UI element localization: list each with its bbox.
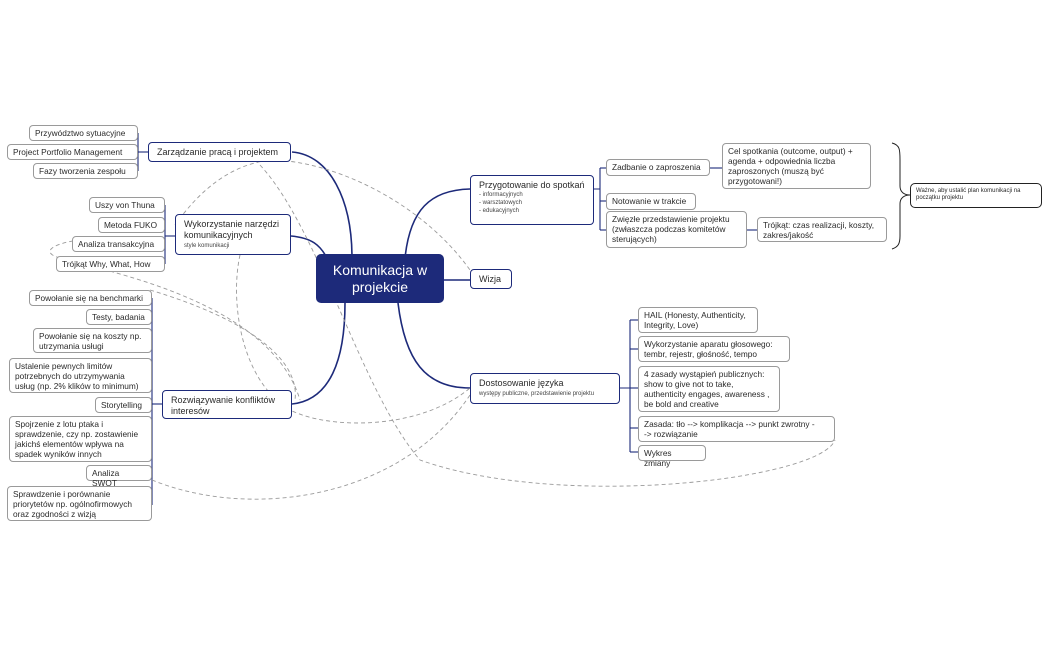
aparat-line2: tembr, rejestr, głośność, tempo <box>644 348 757 359</box>
limity-line3: usług (np. 2% klików to minimum) <box>15 380 139 391</box>
wazne-line1: Ważne, aby ustalić plan komunikacji na <box>916 188 1021 194</box>
zasady4-line2: show to give not to take, <box>644 378 734 389</box>
subtopic-trojkat-czas[interactable]: Trójkąt: czas realizacji, koszty, zakres… <box>757 217 887 242</box>
trojkat-czas-line2: zakres/jakość <box>763 229 814 240</box>
topic-dostosowanie[interactable]: Dostosowanie języka występy publiczne, p… <box>470 373 620 404</box>
topic-przygotowanie[interactable]: Przygotowanie do spotkań - informacyjnyc… <box>470 175 594 225</box>
subtopic-spojrzenie[interactable]: Spojrzenie z lotu ptaka i sprawdzenie, c… <box>9 416 152 462</box>
zasada-line1: Zasada: tło --> komplikacja --> punkt zw… <box>644 419 815 429</box>
cel-line2: agenda + odpowiednia liczba <box>728 155 836 166</box>
subtopic-przywodztwo[interactable]: Przywództwo sytuacyjne <box>29 125 138 141</box>
dostosowanie-sub: występy publiczne, przedstawienie projek… <box>479 390 595 397</box>
przygotowanie-item-2: - warsztatowych <box>479 199 523 206</box>
hail-line1: HAIL (Honesty, Authenticity, <box>644 310 746 320</box>
subtopic-zwiezle[interactable]: Zwięzłe przedstawienie projektu (zwłaszc… <box>606 211 747 248</box>
limity-line2: potrzebnych do utrzymywania <box>15 370 125 381</box>
spojrzenie-line2: sprawdzenie, czy np. zostawienie <box>15 428 139 439</box>
spojrzenie-line4: spadek wyników innych <box>15 448 102 459</box>
subtopic-priorytety[interactable]: Sprawdzenie i porównanie priorytetów np.… <box>7 486 152 521</box>
subtopic-fuko[interactable]: Metoda FUKO <box>98 217 165 233</box>
spojrzenie-line3: jakichś elementów wpływa na <box>15 438 124 449</box>
cel-line3: zaproszonych (muszą być <box>728 165 824 176</box>
konflikty-line2: interesów <box>171 405 210 416</box>
subtopic-portfolio[interactable]: Project Portfolio Management <box>7 144 138 160</box>
topic-wizja[interactable]: Wizja <box>470 269 512 289</box>
zasady4-line4: be bold and creative <box>644 398 719 409</box>
subtopic-aparat[interactable]: Wykorzystanie aparatu głosowego: tembr, … <box>638 336 790 362</box>
topic-zarzadzanie[interactable]: Zarządzanie pracą i projektem <box>148 142 291 162</box>
konflikty-line1: Rozwiązywanie konfliktów <box>171 395 276 405</box>
narzedzia-line2: komunikacyjnych <box>184 229 253 240</box>
zasada-line2: -> rozwiązanie <box>644 428 698 439</box>
subtopic-benchmark[interactable]: Powołanie się na benchmarki <box>29 290 152 306</box>
zwiezle-line2: (zwłaszcza podczas komitetów <box>612 223 726 234</box>
root-line2: projekcie <box>351 278 409 295</box>
dostosowanie-title: Dostosowanie języka <box>479 378 564 388</box>
priorytety-line2: priorytetów np. ogólnofirmowych <box>13 498 132 509</box>
przygotowanie-title: Przygotowanie do spotkań <box>479 180 585 190</box>
subtopic-zasady4[interactable]: 4 zasady wystąpień publicznych: show to … <box>638 366 780 412</box>
subtopic-storytelling[interactable]: Storytelling <box>95 397 152 413</box>
priorytety-line3: oraz zgodności z wizją <box>13 508 97 519</box>
narzedzia-sub: style komunikacji <box>184 242 230 249</box>
root-line1: Komunikacja w <box>332 261 428 278</box>
subtopic-testy[interactable]: Testy, badania <box>86 309 152 325</box>
koszty-line2: utrzymania usługi <box>39 340 104 351</box>
subtopic-limity[interactable]: Ustalenie pewnych limitów potrzebnych do… <box>9 358 152 393</box>
trojkat-czas-line1: Trójkąt: czas realizacji, koszty, <box>763 220 875 230</box>
subtopic-notowanie[interactable]: Notowanie w trakcie <box>606 193 696 210</box>
subtopic-swot[interactable]: Analiza SWOT <box>86 465 152 488</box>
note-bracket <box>891 142 911 250</box>
koszty-line1: Powołanie się na koszty np. <box>39 331 142 341</box>
priorytety-line1: Sprawdzenie i porównanie <box>13 489 111 499</box>
hail-line2: Integrity, Love) <box>644 319 699 330</box>
przygotowanie-item-1: - informacyjnych <box>479 191 523 198</box>
wazne-line2: początku projektu <box>916 195 964 202</box>
topic-konflikty[interactable]: Rozwiązywanie konfliktów interesów <box>162 390 292 419</box>
zwiezle-line1: Zwięzłe przedstawienie projektu <box>612 214 730 224</box>
subtopic-thun[interactable]: Uszy von Thuna <box>89 197 165 213</box>
subtopic-wykres[interactable]: Wykres zmiany <box>638 445 706 468</box>
subtopic-transakcyjna[interactable]: Analiza transakcyjna <box>72 236 165 252</box>
aparat-line1: Wykorzystanie aparatu głosowego: <box>644 339 773 349</box>
subtopic-fazy[interactable]: Fazy tworzenia zespołu <box>33 163 138 179</box>
subtopic-trojkat-why[interactable]: Trójkąt Why, What, How <box>56 256 165 272</box>
subtopic-koszty[interactable]: Powołanie się na koszty np. utrzymania u… <box>33 328 152 353</box>
subtopic-hail[interactable]: HAIL (Honesty, Authenticity, Integrity, … <box>638 307 758 333</box>
zasady4-line1: 4 zasady wystąpień publicznych: <box>644 369 765 379</box>
limity-line1: Ustalenie pewnych limitów <box>15 361 113 371</box>
note-wazne[interactable]: Ważne, aby ustalić plan komunikacji na p… <box>910 183 1042 208</box>
subtopic-zaproszenia[interactable]: Zadbanie o zaproszenia <box>606 159 710 176</box>
topic-narzedzia[interactable]: Wykorzystanie narzędzi komunikacyjnych s… <box>175 214 291 255</box>
zwiezle-line3: sterujących) <box>612 233 657 244</box>
przygotowanie-item-3: - edukacyjnych <box>479 208 520 215</box>
cel-line4: przygotowani!) <box>728 175 782 186</box>
subtopic-cel[interactable]: Cel spotkania (outcome, output) + agenda… <box>722 143 871 189</box>
subtopic-zasada[interactable]: Zasada: tło --> komplikacja --> punkt zw… <box>638 416 835 442</box>
narzedzia-line1: Wykorzystanie narzędzi <box>184 219 279 229</box>
cel-line1: Cel spotkania (outcome, output) + <box>728 146 853 156</box>
zasady4-line3: authenticity engages, awareness , <box>644 388 770 399</box>
spojrzenie-line1: Spojrzenie z lotu ptaka i <box>15 419 104 429</box>
